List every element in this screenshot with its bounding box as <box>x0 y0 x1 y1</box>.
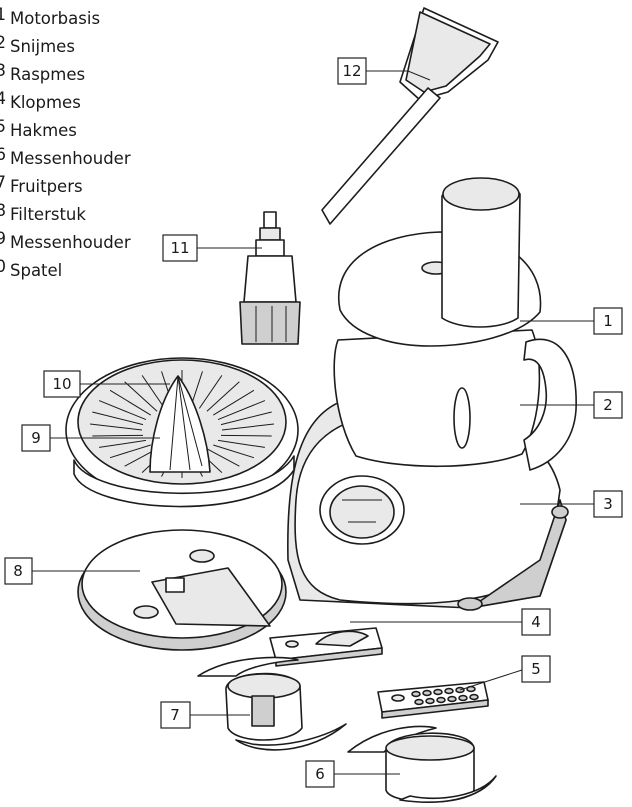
press-rib <box>206 381 240 412</box>
grating-blade-illustration <box>377 681 489 719</box>
grater-hole <box>422 689 432 697</box>
spatula-illustration <box>321 7 499 225</box>
legend-item: 7.Fruitpers <box>0 173 83 196</box>
press-rib <box>221 423 275 431</box>
press-rib <box>206 448 240 467</box>
grater-hole <box>436 696 446 704</box>
press-rib <box>213 444 255 459</box>
svg-text:2: 2 <box>603 396 613 414</box>
svg-text:5: 5 <box>531 660 541 678</box>
svg-text:9: 9 <box>31 429 41 447</box>
grater-hole <box>411 690 421 698</box>
press-rib <box>217 400 266 421</box>
callout-12: 12 <box>337 57 367 85</box>
leader-12 <box>366 70 431 81</box>
callout-9: 9 <box>21 424 51 452</box>
callout-4: 4 <box>521 608 551 636</box>
legend-item: 9.Messenhouder <box>0 229 131 252</box>
legend-item: 6.Messenhouder <box>0 145 131 168</box>
press-rib <box>92 434 144 437</box>
leader-lines <box>32 70 594 775</box>
food-processor-illustration <box>287 177 577 611</box>
press-rib <box>99 439 147 448</box>
svg-text:11: 11 <box>170 239 189 257</box>
press-rib <box>220 411 272 426</box>
callout-5: 5 <box>521 655 551 683</box>
grater-hole <box>414 698 424 706</box>
press-rib <box>109 389 151 416</box>
svg-text:8: 8 <box>13 562 23 580</box>
grater-hole <box>469 693 479 701</box>
grater-hole <box>425 697 435 705</box>
press-rib <box>89 423 143 431</box>
legend-item: 3.Raspmes <box>0 61 86 84</box>
callout-3: 3 <box>593 490 623 518</box>
callout-10: 10 <box>43 370 81 398</box>
svg-text:6: 6 <box>315 765 325 783</box>
citrus-press-illustration <box>65 357 299 508</box>
press-rib <box>124 381 158 412</box>
press-rib <box>198 375 223 409</box>
legend-item: 8.Filterstuk <box>0 201 86 224</box>
whisk-attachment-illustration <box>347 725 497 803</box>
leader-5 <box>459 669 523 691</box>
press-rib <box>213 389 255 416</box>
press-rib <box>109 444 151 459</box>
grater-hole <box>458 694 468 702</box>
press-rib <box>217 439 265 448</box>
grater-hole <box>444 687 454 695</box>
press-rib <box>98 400 147 421</box>
grater-hole <box>433 688 443 696</box>
legend-item: 4.Klopmes <box>0 89 81 112</box>
svg-text:10: 10 <box>52 375 71 393</box>
callout-7: 7 <box>160 701 191 729</box>
callout-6: 6 <box>305 760 335 788</box>
press-rib <box>141 375 166 409</box>
callout-8: 8 <box>4 557 33 585</box>
knob-illustration <box>239 211 301 345</box>
svg-text:12: 12 <box>342 62 361 80</box>
legend-item: 10.Spatel <box>0 257 63 280</box>
callout-2: 2 <box>593 391 623 419</box>
grater-hole <box>447 695 457 703</box>
svg-text:4: 4 <box>531 613 541 631</box>
svg-text:1: 1 <box>603 312 613 330</box>
legend-item: 2.Snijmes <box>0 33 75 56</box>
svg-text:7: 7 <box>170 706 180 724</box>
svg-text:3: 3 <box>603 495 613 513</box>
slicing-blade-illustration <box>269 627 383 667</box>
slicing-disc-illustration <box>77 529 287 651</box>
press-rib <box>220 434 272 437</box>
callout-11: 11 <box>162 234 198 262</box>
press-rib <box>92 411 144 426</box>
legend-item: 1.Motorbasis <box>0 5 101 28</box>
legend-item: 5.Hakmes <box>0 117 77 140</box>
callout-1: 1 <box>593 307 623 335</box>
chopping-blade-illustration <box>197 656 347 751</box>
